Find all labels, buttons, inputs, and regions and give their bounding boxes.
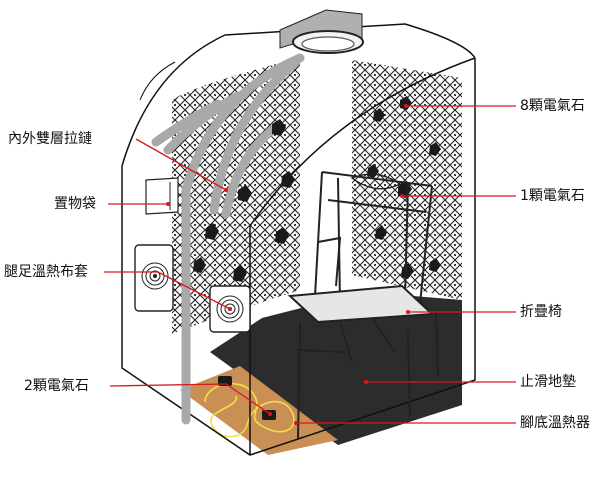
tent-frame bbox=[121, 23, 476, 456]
label-leg-cover: 腿足溫熱布套 bbox=[4, 264, 88, 280]
non-slip-mat bbox=[210, 292, 462, 445]
top-vent-ring bbox=[279, 9, 364, 54]
label-zipper: 內外雙層拉鏈 bbox=[8, 131, 92, 147]
zipper-tubes bbox=[151, 53, 305, 425]
label-stones-8: 8顆電氣石 bbox=[520, 98, 585, 114]
label-stones-2: 2顆電氣石 bbox=[24, 378, 89, 394]
storage-bag bbox=[145, 177, 179, 215]
foot-heater-coil bbox=[204, 382, 295, 438]
label-chair: 折疊椅 bbox=[520, 304, 562, 320]
label-storage-bag: 置物袋 bbox=[54, 196, 96, 212]
folding-chair bbox=[287, 171, 439, 441]
leader-dots bbox=[166, 104, 410, 425]
label-foot-heater: 腳底溫熱器 bbox=[520, 415, 590, 431]
leg-cover-left bbox=[134, 244, 174, 312]
label-mat: 止滑地墊 bbox=[520, 374, 576, 390]
leader-lines bbox=[104, 105, 516, 424]
label-stones-1: 1顆電氣石 bbox=[520, 188, 585, 204]
